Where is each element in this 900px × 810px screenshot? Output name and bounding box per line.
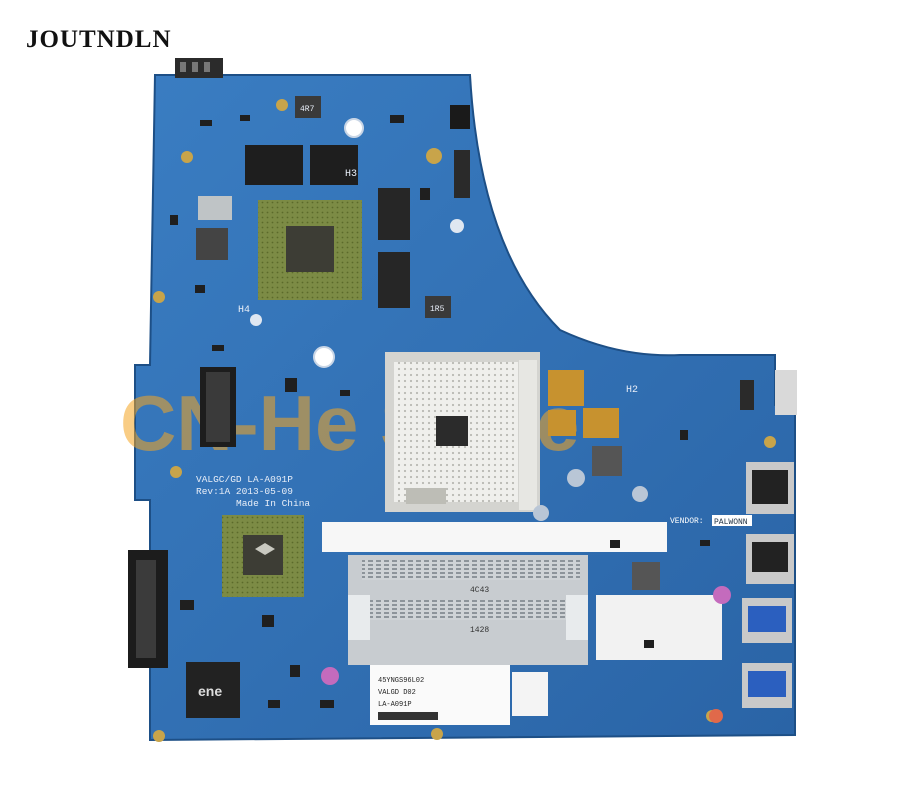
inductor xyxy=(295,96,321,118)
board-cutout xyxy=(596,595,722,660)
ram-slots: 4C43 1428 xyxy=(348,555,588,665)
smd-components xyxy=(170,115,710,708)
inductor xyxy=(583,408,619,438)
memory-chip xyxy=(378,252,410,308)
inductor xyxy=(592,446,622,476)
silk-model: VALGC/GD LA-A091P xyxy=(196,474,293,485)
sticker: 45YNGS96L02 VALGD D02 LA-A091P xyxy=(370,665,510,725)
ec-chip xyxy=(186,662,240,718)
silk-vendor: VENDOR: xyxy=(670,517,704,526)
mount-hole xyxy=(313,346,335,368)
memory-chip xyxy=(245,145,303,185)
label-h4: H4 xyxy=(238,305,250,316)
board-cutout xyxy=(322,522,667,552)
inductor-label: 4R7 xyxy=(300,105,315,114)
capacitor xyxy=(533,505,549,521)
memory-chip xyxy=(310,145,358,185)
capacitor xyxy=(632,486,648,502)
label-h2: H2 xyxy=(626,385,638,396)
inductor-label: 1R5 xyxy=(430,305,445,314)
inductor xyxy=(632,562,660,590)
capacitor xyxy=(709,709,723,723)
mount-hole xyxy=(450,219,464,233)
silk-vendor-code: PALWONN xyxy=(714,518,748,527)
cpu-socket xyxy=(385,352,540,512)
capacitor xyxy=(567,469,585,487)
memory-chip xyxy=(378,188,410,240)
capacitor xyxy=(713,586,731,604)
screw-pads xyxy=(153,99,776,742)
sticker-line: LA-A091P xyxy=(378,701,412,709)
inductor xyxy=(425,296,451,318)
mount-hole xyxy=(250,314,262,326)
sticker-small xyxy=(512,672,548,716)
inductor xyxy=(196,228,228,260)
flex-connector xyxy=(450,105,470,129)
mount-hole xyxy=(344,118,364,138)
inductor xyxy=(198,196,232,220)
flex-connector xyxy=(454,150,470,198)
audio-jack xyxy=(775,370,797,415)
sticker-line: 45YNGS96L02 xyxy=(378,677,424,685)
silk-origin: Made In China xyxy=(236,498,310,509)
silk-rev: Rev:1A 2013-05-09 xyxy=(196,486,293,497)
inductor xyxy=(548,410,576,436)
ec-logo: ene xyxy=(198,683,222,699)
ram-label-top: 4C43 xyxy=(470,586,489,595)
sticker-line: VALGD D02 xyxy=(378,689,416,697)
label-h3: H3 xyxy=(345,169,357,180)
power-connector xyxy=(175,58,223,78)
brand-name: JOUTNDLN xyxy=(26,26,172,53)
io-ports xyxy=(742,370,797,708)
flex-connector xyxy=(740,380,754,410)
capacitor xyxy=(321,667,339,685)
inductor xyxy=(548,370,584,406)
ram-label-bottom: 1428 xyxy=(470,626,489,635)
